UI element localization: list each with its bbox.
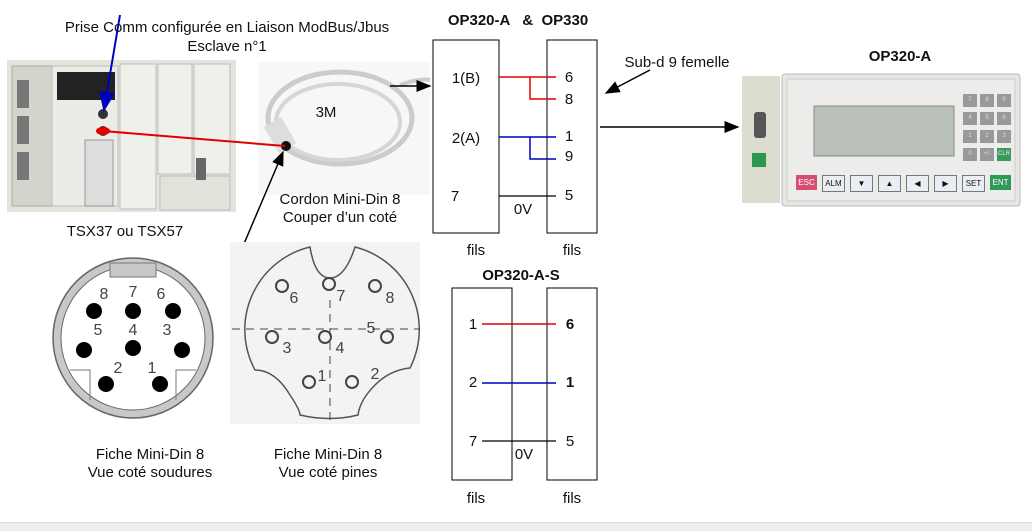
cable-image bbox=[258, 62, 431, 195]
pin-number: 4 bbox=[128, 322, 138, 339]
key-ent: ENT bbox=[990, 175, 1011, 190]
ground-label: 0V bbox=[513, 201, 533, 218]
key-up: ▲ bbox=[878, 175, 901, 192]
wires-label: fils bbox=[466, 490, 486, 507]
wires-label: fils bbox=[562, 490, 582, 507]
minidin-solder-image bbox=[52, 257, 214, 419]
pin-number: 6 bbox=[156, 286, 166, 303]
subd-label: Sub-d 9 femelle bbox=[624, 54, 730, 71]
pin-number: 7 bbox=[336, 288, 346, 305]
key-right: ▶ bbox=[934, 175, 957, 192]
cable-length: 3M bbox=[315, 104, 337, 121]
pin-number: 4 bbox=[335, 340, 345, 357]
key: 1 bbox=[963, 130, 977, 143]
solder-caption-1: Fiche Mini-Din 8 bbox=[95, 446, 205, 463]
key: 6 bbox=[997, 112, 1011, 125]
key: 4 bbox=[963, 112, 977, 125]
minidin-pins-image bbox=[230, 242, 420, 424]
key-alm: ALM bbox=[822, 175, 845, 192]
comm-port-callout: Prise Comm configurée en Liaison ModBus/… bbox=[64, 19, 390, 36]
pin-number: 8 bbox=[99, 286, 109, 303]
op320-device-image bbox=[742, 73, 1021, 207]
comm-port-arrow bbox=[99, 14, 121, 112]
key: +/- bbox=[980, 148, 994, 161]
solder-caption-2: Vue coté soudures bbox=[87, 464, 213, 481]
pin-label: 6 bbox=[564, 69, 574, 86]
scroll-edge bbox=[0, 522, 1032, 531]
pin-label: 1(B) bbox=[451, 70, 481, 87]
ground-label: 0V bbox=[514, 446, 534, 463]
wires-label: fils bbox=[562, 242, 582, 259]
wiring2-left-box bbox=[451, 287, 513, 481]
key: 9 bbox=[997, 94, 1011, 107]
pin-label: 1 bbox=[468, 316, 478, 333]
subd-arrow bbox=[604, 69, 651, 94]
pin-label: 7 bbox=[450, 188, 460, 205]
pin-number: 1 bbox=[147, 360, 157, 377]
op320-function-keys: ESC ALM ▼ ▲ ◀ ▶ SET ENT bbox=[796, 175, 1011, 192]
wiring1-title: OP320-A & OP330 bbox=[447, 12, 589, 29]
plc-caption: TSX37 ou TSX57 bbox=[66, 223, 184, 240]
pin-number: 5 bbox=[93, 322, 103, 339]
pin-number: 1 bbox=[317, 368, 327, 385]
key: 0 bbox=[963, 148, 977, 161]
pin-number: 2 bbox=[113, 360, 123, 377]
key: 7 bbox=[963, 94, 977, 107]
key: CLR bbox=[997, 148, 1011, 161]
pins-caption-1: Fiche Mini-Din 8 bbox=[273, 446, 383, 463]
slave-label: Esclave n°1 bbox=[187, 38, 267, 55]
cable-caption-1: Cordon Mini-Din 8 bbox=[279, 191, 401, 208]
key: 5 bbox=[980, 112, 994, 125]
key-down: ▼ bbox=[850, 175, 873, 192]
cable-caption-2: Couper d’un coté bbox=[282, 209, 398, 226]
pin-number: 3 bbox=[282, 340, 292, 357]
comm-port-marker bbox=[96, 127, 110, 135]
cable-link-line bbox=[102, 130, 286, 147]
pin-label: 2(A) bbox=[451, 130, 481, 147]
pin-label: 1 bbox=[564, 128, 574, 145]
op320-keypad: 7 8 9 4 5 6 1 2 3 0 +/- CLR bbox=[963, 94, 1011, 161]
pin-number: 5 bbox=[366, 320, 376, 337]
pins-caption-2: Vue coté pines bbox=[278, 464, 378, 481]
wires-label: fils bbox=[466, 242, 486, 259]
pin-number: 7 bbox=[128, 284, 138, 301]
wire-a bbox=[499, 136, 556, 160]
pin-number: 2 bbox=[370, 366, 380, 383]
key-esc: ESC bbox=[796, 175, 817, 190]
key: 2 bbox=[980, 130, 994, 143]
pin-label: 5 bbox=[565, 433, 575, 450]
wiring2-right-box bbox=[546, 287, 598, 481]
key: 3 bbox=[997, 130, 1011, 143]
pin-label: 7 bbox=[468, 433, 478, 450]
key-set: SET bbox=[962, 175, 985, 192]
pin-label: 5 bbox=[564, 187, 574, 204]
pin-label: 8 bbox=[564, 91, 574, 108]
pin-label: 6 bbox=[565, 316, 575, 333]
key-left: ◀ bbox=[906, 175, 929, 192]
pin-number: 3 bbox=[162, 322, 172, 339]
pin-label: 9 bbox=[564, 148, 574, 165]
wiring2-title: OP320-A-S bbox=[482, 267, 560, 284]
pin-number: 8 bbox=[385, 290, 395, 307]
pin-number: 6 bbox=[289, 290, 299, 307]
key: 8 bbox=[980, 94, 994, 107]
pin-label: 2 bbox=[468, 374, 478, 391]
device-title: OP320-A bbox=[868, 48, 932, 65]
wire-b bbox=[499, 76, 556, 100]
plc-image bbox=[7, 60, 236, 212]
pin-label: 1 bbox=[565, 374, 575, 391]
